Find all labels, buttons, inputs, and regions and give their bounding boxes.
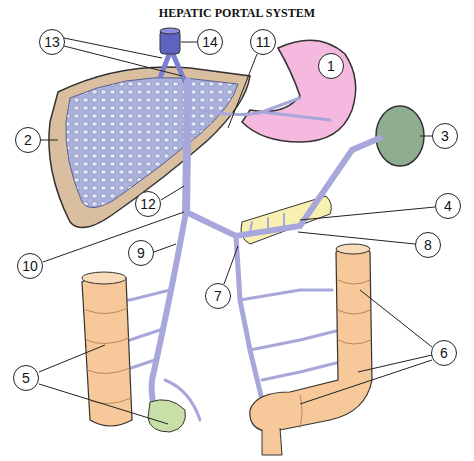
ascending-colon [82, 274, 132, 426]
callout-number: 4 [444, 198, 452, 214]
stomach [242, 40, 356, 142]
leader-lines [39, 38, 435, 424]
colon-folds [86, 308, 131, 404]
callout-number: 12 [140, 196, 156, 212]
callout-circle: 6 [431, 340, 457, 366]
diagram-title: HEPATIC PORTAL SYSTEM [0, 6, 474, 21]
liver [49, 67, 250, 228]
callout-circle: 8 [415, 232, 441, 258]
callout-circle: 4 [435, 193, 461, 219]
callout-circle: 13 [39, 29, 65, 55]
callout-number: 9 [137, 245, 145, 261]
colon-end [336, 244, 370, 254]
callout-circle: 3 [432, 123, 458, 149]
callout-circle: 5 [13, 365, 39, 391]
liver-lobules [66, 77, 238, 207]
callout-circle: 7 [205, 283, 231, 309]
callout-circle: 12 [135, 191, 161, 217]
callout-circle: 11 [250, 29, 276, 55]
callout-number: 5 [22, 370, 30, 386]
callout-circle: 1 [318, 53, 344, 79]
ivc-top [160, 28, 180, 34]
colon-folds [300, 280, 371, 428]
callout-circle: 14 [197, 29, 223, 55]
callout-number: 13 [44, 34, 60, 50]
callout-circle: 10 [17, 253, 43, 279]
callout-number: 1 [327, 58, 335, 74]
callout-circle: 2 [15, 127, 41, 153]
rectum [262, 428, 282, 455]
callout-number: 3 [441, 128, 449, 144]
callout-number: 8 [424, 237, 432, 253]
colon-end [82, 272, 126, 284]
callout-number: 14 [202, 34, 218, 50]
appendix [148, 400, 185, 432]
callout-number: 6 [440, 345, 448, 361]
hepatic-vein [160, 52, 186, 84]
spleen [376, 106, 424, 166]
callout-circle: 9 [128, 240, 154, 266]
callout-number: 10 [22, 258, 38, 274]
callout-number: 7 [214, 288, 222, 304]
callout-number: 11 [256, 34, 271, 50]
callout-number: 2 [24, 132, 32, 148]
descending-colon [250, 246, 372, 432]
